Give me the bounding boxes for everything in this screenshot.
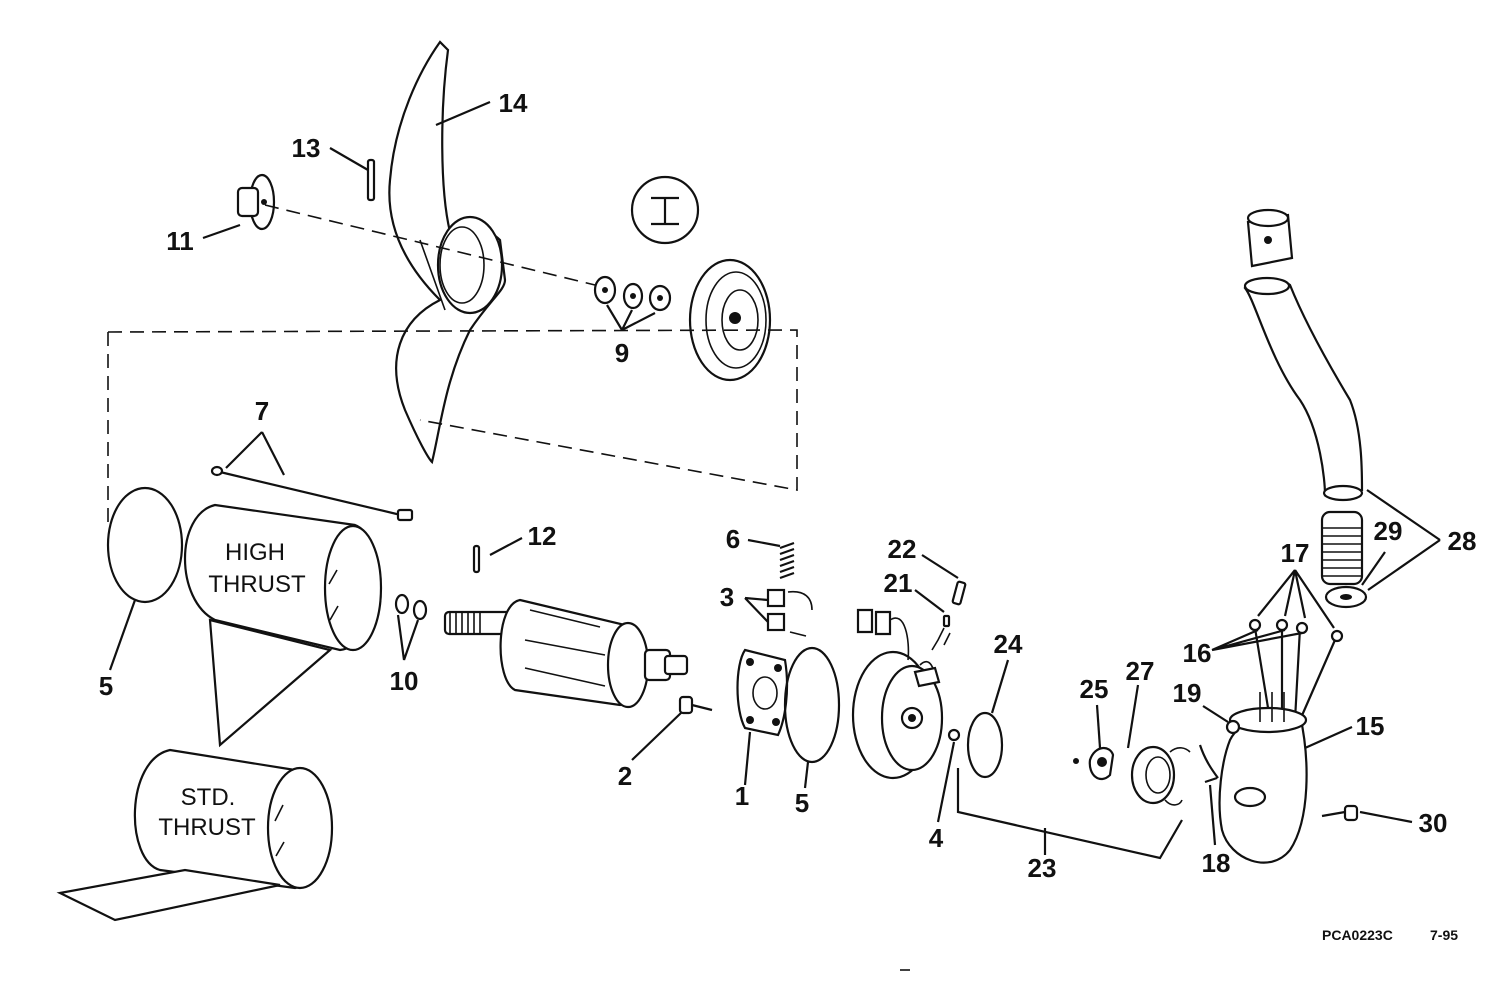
callout-14: 14 [499, 88, 528, 118]
terminal-connectors [931, 580, 967, 651]
control-ring [1130, 745, 1191, 806]
std-thrust-housing [56, 748, 334, 922]
callout-21: 21 [884, 568, 913, 598]
bearing-washers [593, 275, 672, 312]
std-thrust-label-2: THRUST [158, 814, 256, 841]
through-bolt [210, 465, 414, 522]
callout-1: 1 [735, 781, 749, 811]
callout-11: 11 [166, 226, 194, 256]
callout-6: 6 [726, 524, 740, 554]
footer: PCA0223C 7-95 [1322, 927, 1458, 943]
callout-22: 22 [888, 534, 917, 564]
armature [443, 598, 689, 709]
alignment-lines [107, 204, 910, 971]
high-thrust-label-1: HIGH [225, 539, 285, 566]
nut [947, 728, 961, 742]
small-plug [1225, 719, 1241, 735]
callout-5-left: 5 [99, 671, 113, 701]
bearing-detail-icon [630, 175, 700, 245]
callout-17: 17 [1281, 538, 1310, 568]
brush-plate [736, 648, 789, 737]
callout-9: 9 [615, 338, 629, 368]
threaded-coupler [1320, 510, 1364, 586]
steering-collar [1246, 208, 1294, 268]
o-ring-small [966, 711, 1004, 779]
callout-24: 24 [994, 629, 1023, 659]
callout-29: 29 [1374, 516, 1403, 546]
drawing-date: 7-95 [1430, 927, 1458, 943]
leader-lines [108, 100, 1441, 855]
pin [472, 544, 481, 574]
callout-2: 2 [618, 761, 632, 791]
brush-spring [779, 541, 795, 580]
callout-25: 25 [1080, 674, 1109, 704]
propeller [388, 40, 507, 465]
callout-19: 19 [1173, 678, 1202, 708]
assembly-bracket [956, 768, 1183, 860]
high-thrust-label-2: THRUST [208, 571, 306, 598]
front-end-cap [851, 608, 944, 780]
part-text-labels: HIGH THRUST STD. THRUST [158, 539, 306, 841]
switch-sensor [1073, 747, 1115, 781]
rear-end-cap [688, 258, 772, 382]
callout-7: 7 [255, 396, 269, 426]
screw [678, 695, 713, 715]
callout-12: 12 [528, 521, 557, 551]
o-ring-center [783, 646, 841, 764]
steering-tube [1243, 276, 1364, 502]
callout-13: 13 [292, 133, 321, 163]
shim-washers [394, 593, 428, 621]
control-housing [1218, 692, 1308, 864]
callout-28: 28 [1448, 526, 1477, 556]
prop-nut [236, 173, 276, 231]
callout-15: 15 [1356, 711, 1385, 741]
callout-5-center: 5 [795, 788, 809, 818]
callout-30: 30 [1419, 808, 1448, 838]
o-ring-left [106, 486, 184, 604]
high-thrust-housing [183, 503, 383, 748]
std-thrust-label-1: STD. [181, 784, 236, 811]
housing-screw [1321, 804, 1359, 822]
brushes [766, 588, 813, 637]
callout-numbers: 1 2 3 4 5 5 6 7 9 10 11 12 13 14 15 16 1… [99, 88, 1477, 883]
callout-18: 18 [1202, 848, 1231, 878]
callout-3: 3 [720, 582, 734, 612]
callout-10: 10 [390, 666, 419, 696]
drive-pin [366, 158, 376, 202]
callout-4: 4 [929, 823, 944, 853]
callout-27: 27 [1126, 656, 1155, 686]
callout-23: 23 [1028, 853, 1057, 883]
washer [1324, 585, 1368, 609]
drawing-code: PCA0223C [1322, 927, 1393, 943]
wire-clip [1198, 744, 1219, 784]
callout-16: 16 [1183, 638, 1212, 668]
